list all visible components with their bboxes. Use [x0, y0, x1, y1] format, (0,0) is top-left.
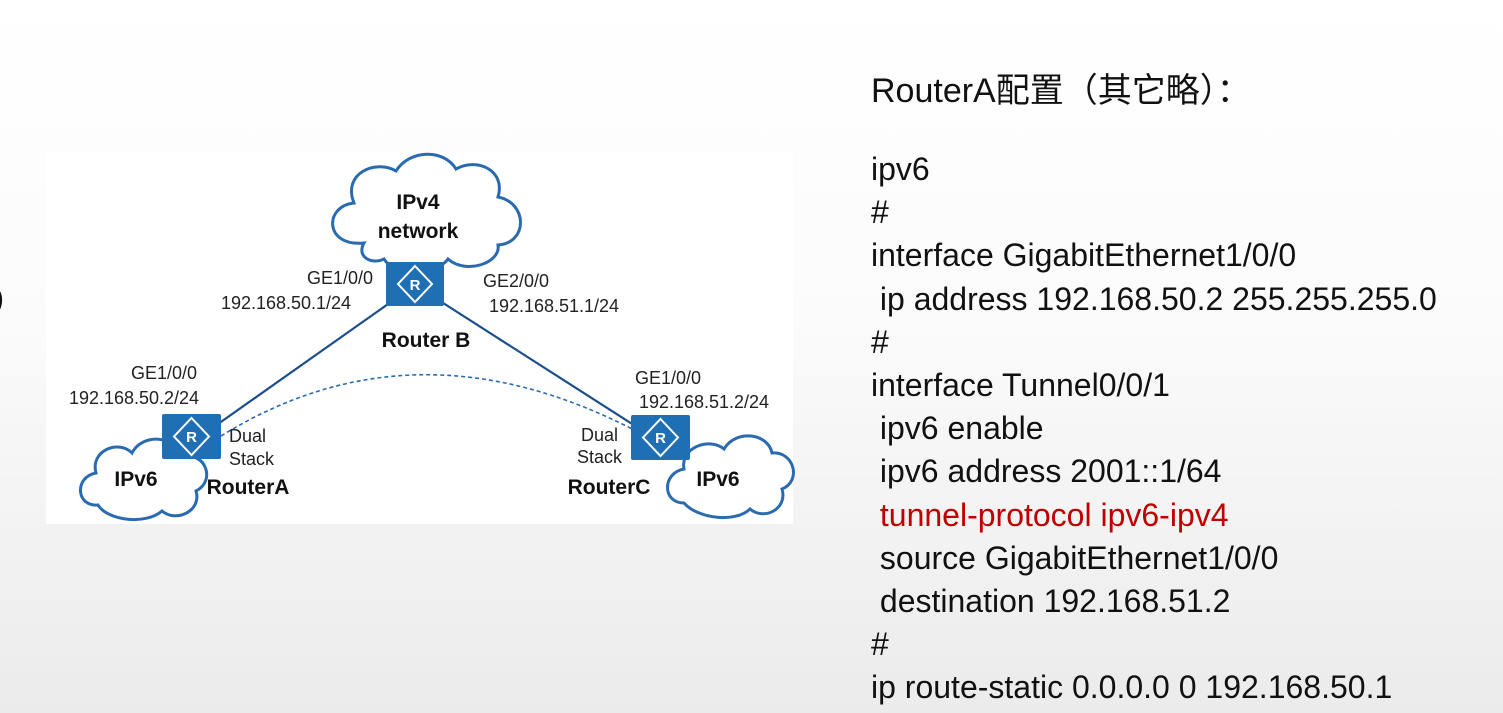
router-b-icon: R [386, 262, 444, 306]
cloud-ipv6-right-label: IPv6 [696, 468, 739, 491]
config-line: ip route-static 0.0.0.0 0 192.168.50.1 [871, 669, 1393, 706]
config-line: ipv6 enable [871, 410, 1044, 447]
config-line: # [871, 626, 889, 663]
router-c-name: RouterC [568, 476, 651, 499]
router-a-name: RouterA [207, 476, 290, 499]
cloud-ipv6-left-label: IPv6 [114, 468, 157, 491]
edge-fragment: ) [0, 282, 4, 316]
svg-text:R: R [186, 429, 197, 446]
cloud-ipv4-label-line2: network [378, 220, 459, 243]
config-line: # [871, 194, 889, 231]
config-line: # [871, 323, 889, 360]
router-b-right-interface: GE2/0/0 [483, 271, 549, 291]
svg-text:R: R [655, 430, 666, 447]
config-line: ipv6 address 2001::1/64 [871, 453, 1222, 490]
router-b-right-ip: 192.168.51.1/24 [489, 296, 619, 316]
ipv6-over-ipv4-tunnel [220, 373, 637, 437]
router-a-interface: GE1/0/0 [131, 363, 197, 383]
router-a-icon: R [162, 414, 221, 459]
config-line: tunnel-protocol ipv6-ipv4 [871, 496, 1229, 533]
router-a-stack-line1: Dual [229, 426, 266, 446]
network-topology-diagram: IPv4 network IPv6 IPv6 R Router B GE1/0/… [46, 151, 795, 524]
router-b-left-ip: 192.168.50.1/24 [221, 293, 351, 313]
router-c-stack-line1: Dual [581, 425, 618, 445]
svg-text:R: R [410, 277, 421, 294]
router-c-ip: 192.168.51.2/24 [639, 392, 769, 412]
config-line: interface GigabitEthernet1/0/0 [871, 237, 1297, 274]
routera-config-panel: RouterA配置（其它略）： ipv6 # interface GigabitEt… [871, 63, 1503, 713]
router-a-ip: 192.168.50.2/24 [69, 388, 199, 408]
ipv6-cloud-left: IPv6 [79, 437, 209, 522]
cloud-ipv4-label-line1: IPv4 [396, 191, 440, 214]
link-routerb-routera [200, 284, 416, 437]
config-line: ipv6 [871, 151, 930, 187]
ipv4-network-cloud: IPv4 network [331, 152, 522, 274]
config-line: interface Tunnel0/0/1 [871, 366, 1170, 403]
router-a-stack-line2: Stack [229, 449, 275, 469]
config-line: ip address 192.168.50.2 255.255.255.0 [871, 280, 1437, 317]
config-line: destination 192.168.51.2 [871, 582, 1231, 619]
router-c-interface: GE1/0/0 [635, 368, 701, 388]
config-lines: ipv6 # interface GigabitEthernet1/0/0 ip a… [871, 148, 1437, 709]
router-b-name: Router B [382, 329, 471, 352]
config-line: source GigabitEthernet1/0/0 [871, 539, 1279, 576]
config-title: RouterA配置（其它略）： [871, 72, 1251, 110]
router-c-stack-line2: Stack [577, 447, 623, 467]
router-b-left-interface: GE1/0/0 [307, 268, 373, 288]
ipv6-cloud-right: IPv6 [666, 434, 795, 520]
router-c-icon: R [631, 415, 690, 460]
link-routerb-routerc [414, 284, 652, 437]
